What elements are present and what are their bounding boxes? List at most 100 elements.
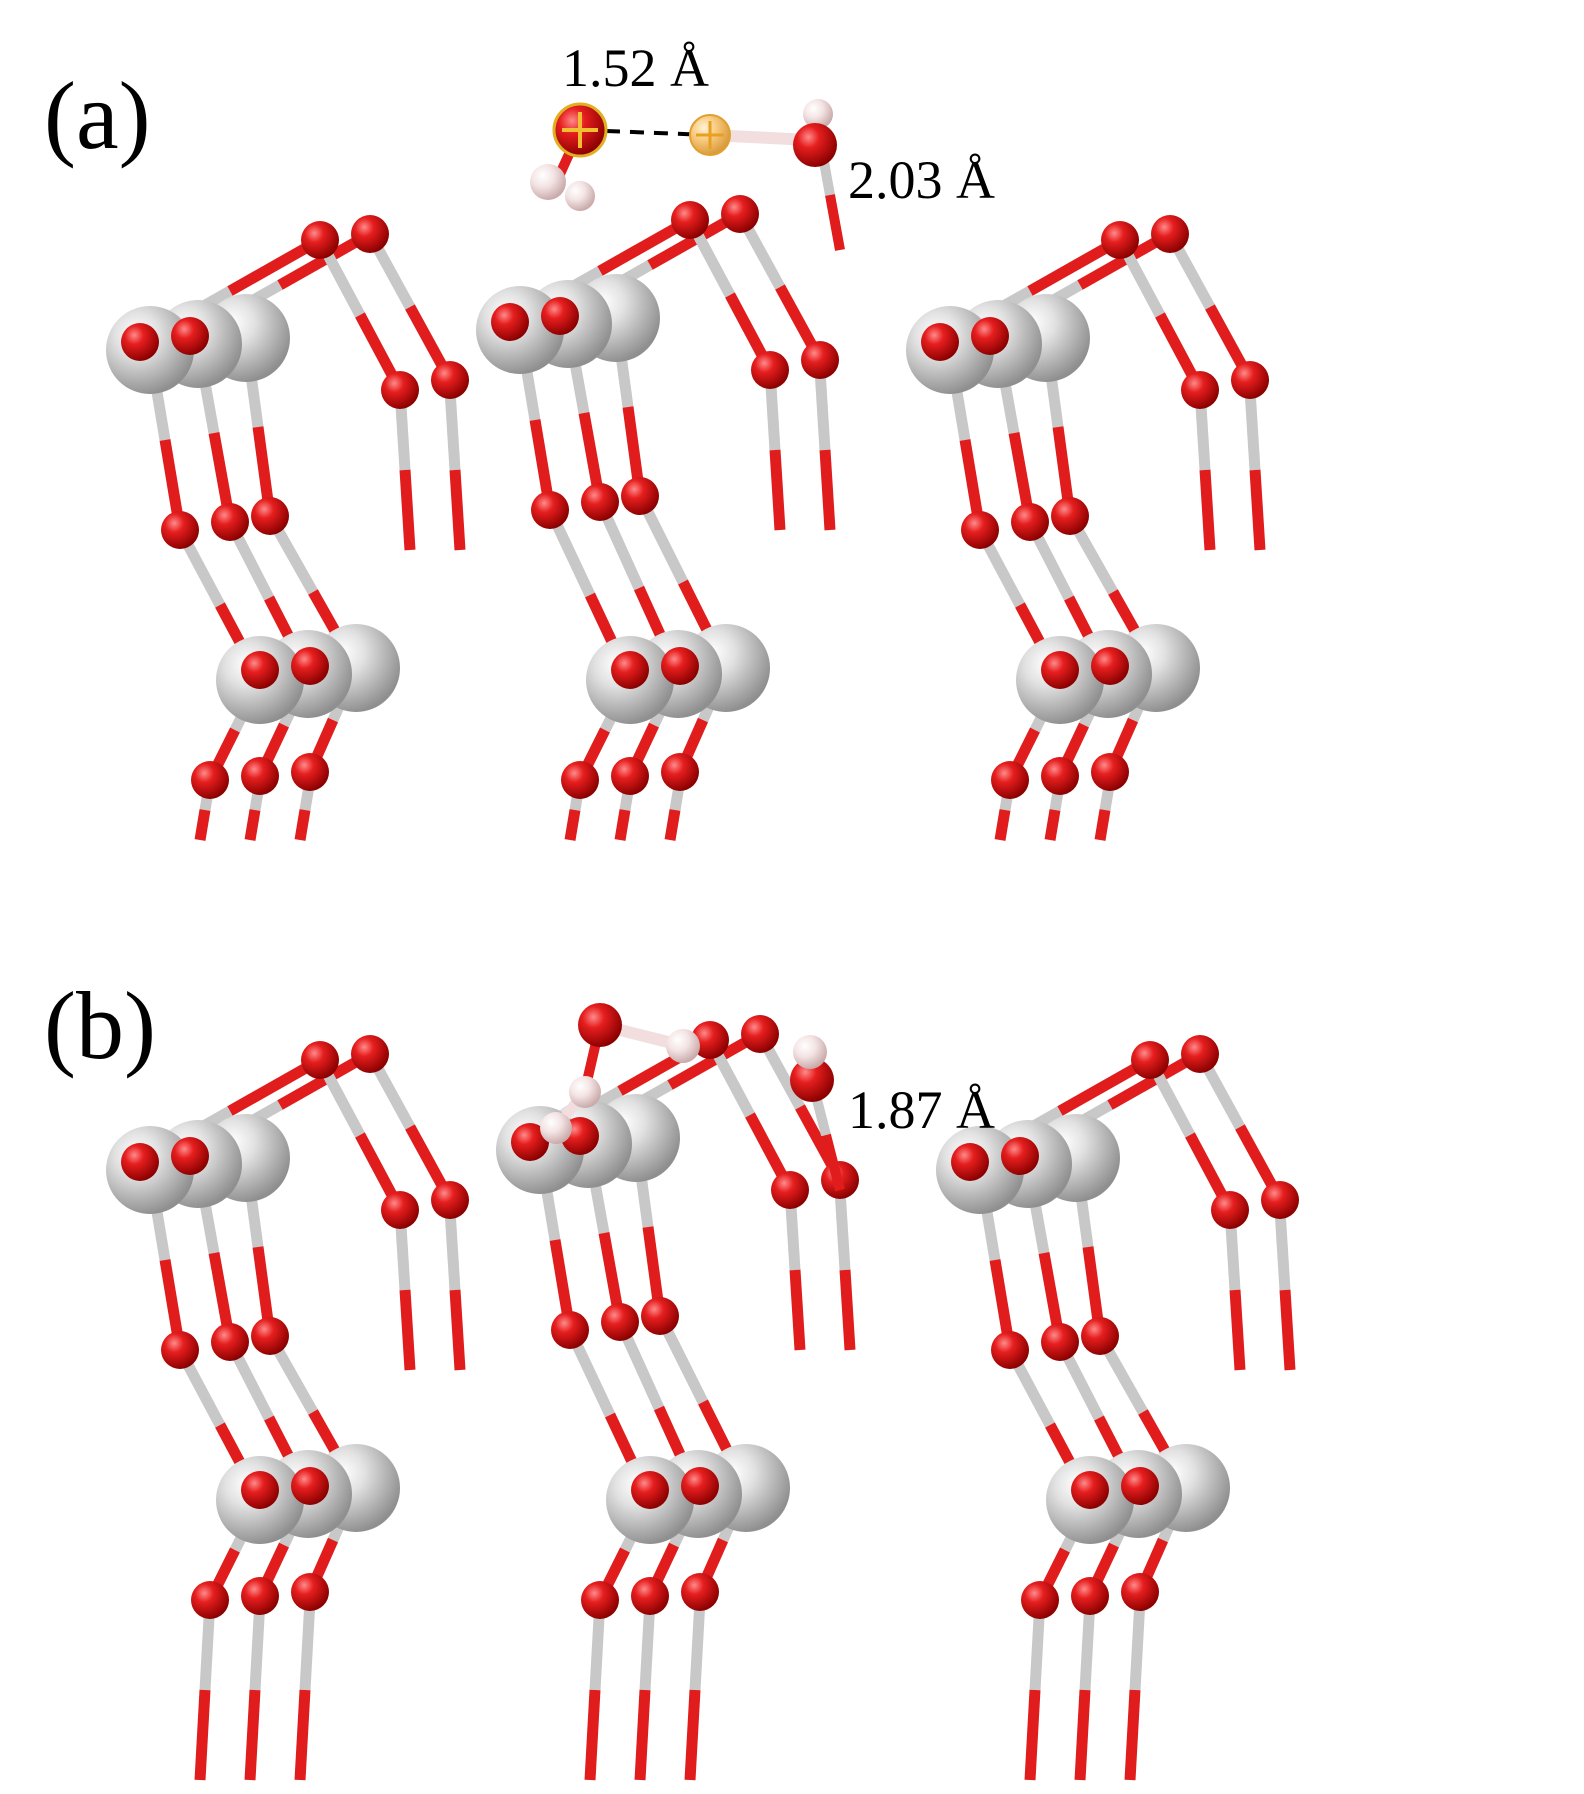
plus-marker-icon — [562, 112, 598, 148]
oxygen-atom — [561, 761, 599, 799]
bond-segment — [1274, 1209, 1291, 1291]
bond-segment — [825, 194, 845, 251]
bond-segment — [634, 1689, 651, 1781]
oxygen-atom — [1151, 215, 1189, 253]
hydrogen-atom — [565, 181, 595, 211]
oxygen-atom — [351, 215, 389, 253]
oxygen-atom — [1091, 647, 1129, 685]
oxygen-atom — [631, 1577, 669, 1615]
oxygen-atom — [1121, 1573, 1159, 1611]
oxygen-atom — [531, 491, 569, 529]
oxygen-atom — [1131, 1041, 1169, 1079]
oxygen-atom — [641, 1297, 679, 1335]
oxygen-atom — [211, 1323, 249, 1361]
bond-segment — [294, 809, 311, 841]
oxygen-atom — [991, 1331, 1029, 1369]
bond-segment — [834, 1189, 851, 1271]
oxygen-atom — [1051, 497, 1089, 535]
oxygen-atom — [1091, 753, 1129, 791]
oxygen-atom — [1071, 1577, 1109, 1615]
oxygen-atom — [581, 483, 619, 521]
oxygen-atom — [1181, 371, 1219, 409]
bond-segment — [249, 1599, 266, 1691]
bond-layer — [137, 209, 1266, 841]
plus-marker-icon — [696, 121, 724, 149]
bond-segment — [1094, 809, 1111, 841]
bond-segment — [244, 809, 261, 841]
bond-segment — [1074, 1689, 1091, 1781]
oxygen-atom — [801, 341, 839, 379]
oxygen-atom — [161, 511, 199, 549]
hydrogen-atom — [540, 1112, 572, 1144]
oxygen-atom — [581, 1581, 619, 1619]
oxygen-atom — [611, 651, 649, 689]
bond-segment — [614, 809, 631, 841]
panel-b-label: (b) — [44, 972, 156, 1079]
oxygen-atom — [291, 1467, 329, 1505]
oxygen-atom — [681, 1573, 719, 1611]
bond-segment — [789, 1269, 806, 1351]
hydrogen-bond-dashed — [581, 128, 709, 137]
oxygen-atom — [1071, 1471, 1109, 1509]
oxygen-atom — [1231, 361, 1269, 399]
bond-segment — [564, 809, 581, 841]
oxygen-atom — [961, 511, 999, 549]
distance-label-a-2: 2.03 Å — [848, 150, 995, 210]
oxygen-atom — [741, 1015, 779, 1053]
oxygen-atom — [951, 1143, 989, 1181]
bond-segment — [1249, 469, 1266, 551]
bond-segment — [584, 1689, 601, 1781]
oxygen-atom — [291, 647, 329, 685]
oxygen-atom — [1041, 651, 1079, 689]
oxygen-atom — [790, 1058, 834, 1102]
oxygen-atom — [241, 1577, 279, 1615]
oxygen-atom — [431, 361, 469, 399]
oxygen-atom — [971, 317, 1009, 355]
bond-segment — [839, 1269, 856, 1351]
hydrogen-atom — [569, 1076, 601, 1108]
oxygen-atom — [301, 1041, 339, 1079]
oxygen-atom — [351, 1035, 389, 1073]
bond-segment — [819, 449, 836, 531]
oxygen-atom — [721, 195, 759, 233]
oxygen-atom — [921, 323, 959, 361]
oxygen-atom — [601, 1303, 639, 1341]
oxygen-atom — [191, 761, 229, 799]
bond-segment — [1199, 469, 1216, 551]
oxygen-atom — [1181, 1035, 1219, 1073]
oxygen-atom — [381, 1191, 419, 1229]
bond-segment — [244, 1689, 261, 1781]
hydrogen-atom — [530, 164, 566, 200]
oxygen-atom — [661, 647, 699, 685]
bond-segment — [1129, 1599, 1146, 1691]
bond-segment — [684, 1689, 701, 1781]
slab-b — [106, 1015, 1299, 1781]
oxygen-atom — [661, 753, 699, 791]
oxygen-atom — [251, 1317, 289, 1355]
atom-layer — [106, 1015, 1299, 1619]
oxygen-atom — [578, 1003, 622, 1047]
bond-segment — [444, 389, 461, 471]
oxygen-atom — [121, 323, 159, 361]
oxygen-atom — [751, 351, 789, 389]
bond-segment — [1044, 809, 1061, 841]
oxygen-atom — [171, 317, 209, 355]
bond-segment — [399, 1289, 416, 1371]
oxygen-atom — [511, 1123, 549, 1161]
oxygen-atom — [621, 477, 659, 515]
bond-segment — [1124, 1689, 1141, 1781]
hydrogen-atom — [666, 1029, 700, 1063]
oxygen-atom — [691, 1021, 729, 1059]
oxygen-atom — [241, 757, 279, 795]
oxygen-atom — [251, 497, 289, 535]
bond-segment — [1229, 1289, 1246, 1371]
oxygen-atom — [171, 1137, 209, 1175]
panel-a-label: (a) — [44, 62, 151, 169]
hydrogen-atom — [793, 1035, 827, 1069]
oxygen-atom — [793, 123, 837, 167]
bond-segment — [1279, 1289, 1296, 1371]
oxygen-atom — [191, 1581, 229, 1619]
oxygen-atom — [1011, 503, 1049, 541]
panel-b: (b) 1.87 Å — [44, 972, 1299, 1781]
oxygen-atom — [1021, 1581, 1059, 1619]
